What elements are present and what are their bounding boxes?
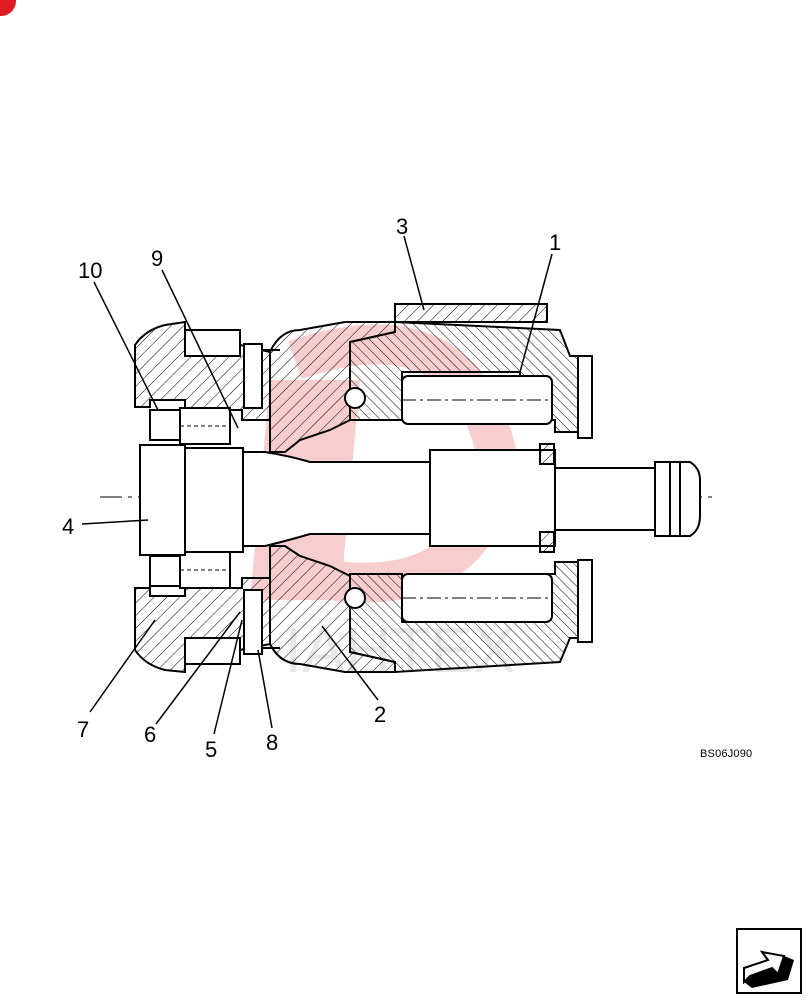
next-page-button[interactable] bbox=[736, 928, 802, 994]
callout-1: 1 bbox=[549, 230, 561, 255]
end-plate bbox=[539, 355, 593, 643]
leader-9 bbox=[161, 269, 239, 429]
callout-6: 6 bbox=[144, 722, 156, 747]
callout-9: 9 bbox=[151, 246, 163, 271]
callout-8: 8 bbox=[266, 730, 278, 755]
rear-cover bbox=[134, 320, 271, 674]
mounting-flange bbox=[394, 303, 548, 323]
callout-3: 3 bbox=[396, 214, 408, 239]
leader-1 bbox=[519, 253, 553, 373]
callout-2: 2 bbox=[374, 702, 386, 727]
pistons bbox=[344, 375, 553, 623]
leader-6 bbox=[155, 611, 241, 725]
drawing-reference-code: BS06J090 bbox=[700, 748, 753, 760]
leader-2 bbox=[321, 625, 379, 701]
leader-5 bbox=[213, 619, 243, 735]
leader-4 bbox=[81, 519, 149, 525]
drive-shaft bbox=[139, 444, 701, 556]
callout-7: 7 bbox=[77, 717, 89, 742]
bolts bbox=[243, 343, 280, 655]
callout-4: 4 bbox=[62, 514, 74, 539]
leader-3 bbox=[403, 235, 425, 311]
callout-5: 5 bbox=[205, 737, 217, 762]
leader-8 bbox=[257, 649, 273, 729]
callouts bbox=[81, 235, 553, 735]
callout-10: 10 bbox=[78, 258, 102, 283]
next-page-arrow-icon bbox=[743, 950, 794, 988]
leader-7 bbox=[89, 619, 156, 713]
leader-10 bbox=[93, 281, 159, 411]
